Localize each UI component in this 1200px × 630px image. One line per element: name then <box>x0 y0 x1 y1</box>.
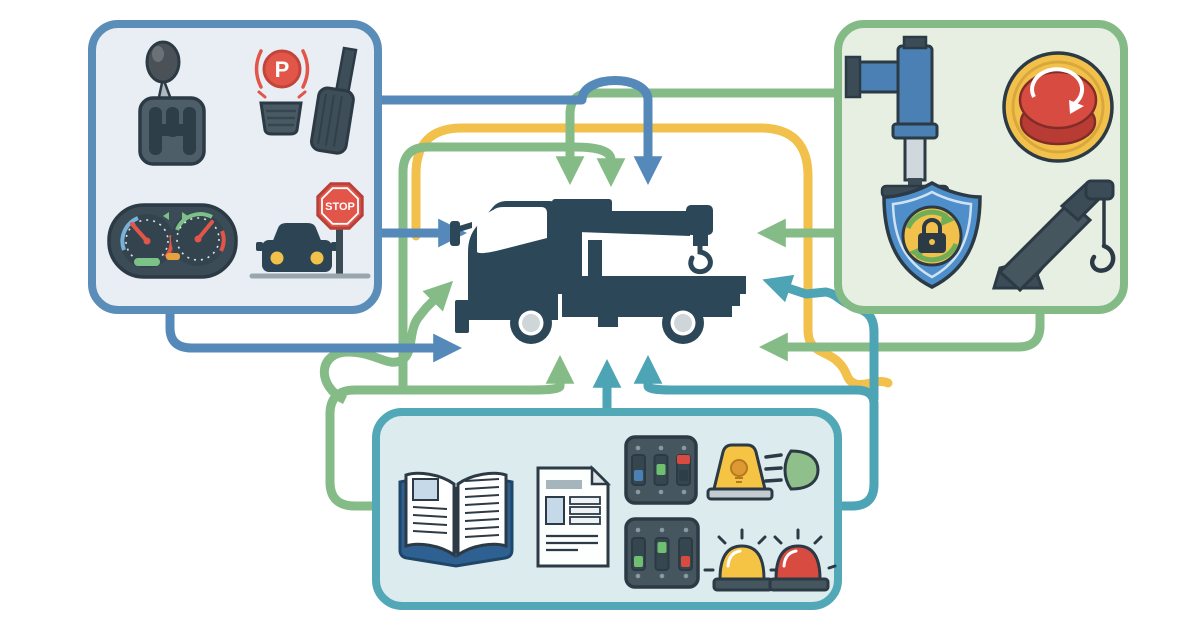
crane-truck <box>450 199 746 344</box>
operator-manual-book-icon <box>398 471 514 568</box>
connector-green-frame <box>398 142 626 390</box>
brake-pedal-icon <box>259 101 303 136</box>
connector-green-s <box>319 280 454 405</box>
connector-yellow-loop <box>411 123 893 390</box>
connector-green-right-lower <box>759 306 1045 362</box>
car-at-stop-sign-icon: STOP <box>249 182 371 279</box>
headlight-beam-icon <box>764 449 820 491</box>
driving-controls-panel: P <box>88 20 382 314</box>
crane-operation-panel <box>834 20 1128 314</box>
yellow-flashing-beacon-icon <box>703 528 781 592</box>
connector-blue-left-lower <box>165 306 462 363</box>
inspection-document-icon <box>536 464 612 568</box>
connector-blue-group <box>165 76 663 363</box>
switch-panel-top-icon <box>624 435 698 505</box>
connector-green-group <box>319 88 1045 511</box>
stop-sign-text: STOP <box>325 201 355 213</box>
switch-panel-bottom-icon <box>624 517 700 589</box>
emergency-stop-button-icon <box>1002 51 1114 163</box>
safety-lock-shield-icon <box>882 180 982 289</box>
parking-brake-indicator-icon: P <box>254 49 310 99</box>
stop-sign-icon: STOP <box>316 182 364 230</box>
gear-shifter-icon <box>138 40 206 166</box>
amber-warning-beacon-icon <box>706 443 774 501</box>
parking-letter: P <box>275 57 290 82</box>
red-flashing-beacon-icon <box>768 528 837 592</box>
crane-boom-hook-icon <box>991 179 1116 293</box>
connector-blue-top <box>374 76 663 185</box>
accelerator-pedal-icon <box>310 46 358 155</box>
instrument-cluster-icon <box>107 203 238 279</box>
documentation-signals-panel <box>372 408 842 610</box>
